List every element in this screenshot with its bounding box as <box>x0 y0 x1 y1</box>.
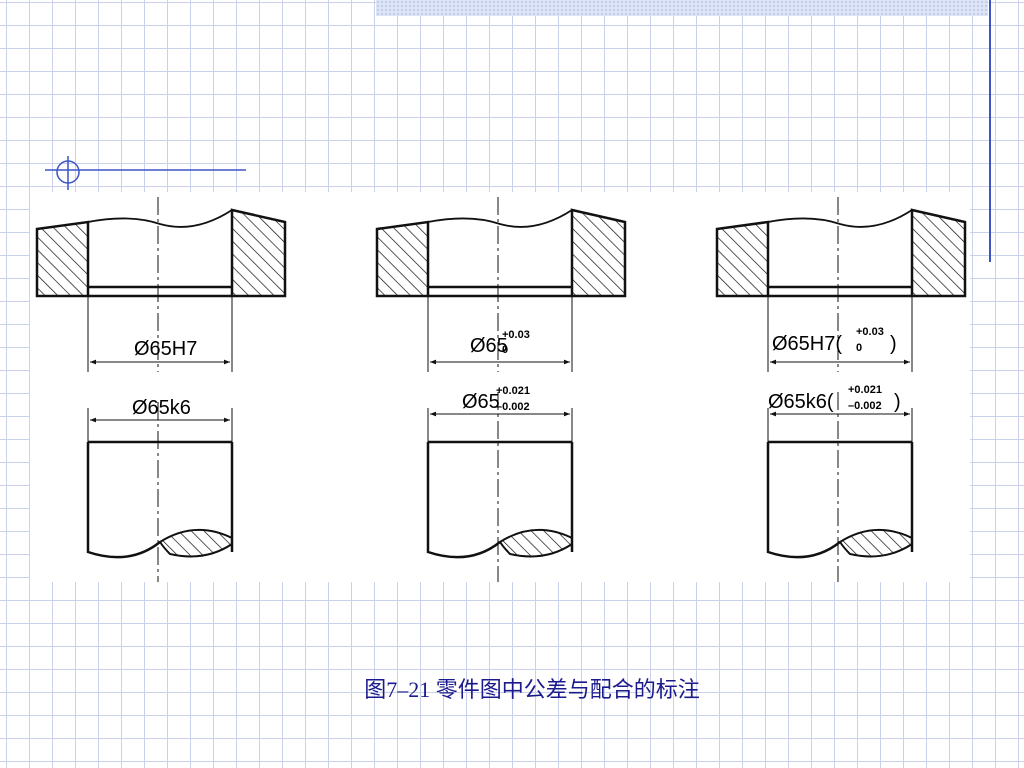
shaft-part: Ø65k6 <box>86 397 234 582</box>
drawing-2: Ø65 +0.03 0 Ø65 +0.021 –0.002 <box>375 197 627 582</box>
right-accent-rule <box>989 0 991 262</box>
shaft-part: Ø65k6( +0.021 –0.002 ) <box>766 384 914 582</box>
figure-caption: 图7–21 零件图中公差与配合的标注 <box>364 677 700 702</box>
shaft-dimension: Ø65k6 <box>132 397 191 419</box>
hole-upper-deviation: +0.03 <box>502 329 530 341</box>
drawing-panel: Ø65H7 Ø65k6 <box>30 192 970 582</box>
shaft-upper-deviation: +0.021 <box>496 385 530 397</box>
shaft-dimension: Ø65 <box>462 391 500 413</box>
shaft-upper-deviation: +0.021 <box>848 384 882 396</box>
hole-lower-deviation: 0 <box>502 344 508 356</box>
hole-dimension: Ø65 <box>470 335 508 357</box>
drawing-1: Ø65H7 Ø65k6 <box>35 197 287 582</box>
header-band <box>376 0 988 16</box>
shaft-lower-deviation: –0.002 <box>496 401 530 413</box>
shaft-part: Ø65 +0.021 –0.002 <box>426 385 574 582</box>
hole-part: Ø65 +0.03 0 <box>375 197 627 372</box>
shaft-dimension: Ø65k6( <box>768 391 834 413</box>
hole-lower-deviation: 0 <box>856 342 862 354</box>
shaft-close-paren: ) <box>894 391 901 413</box>
hole-close-paren: ) <box>890 333 897 355</box>
hole-upper-deviation: +0.03 <box>856 326 884 338</box>
drawing-3: Ø65H7( +0.03 0 ) Ø65k6( +0.021 –0.002 ) <box>715 197 967 582</box>
hole-dimension: Ø65H7( <box>772 333 842 355</box>
hole-part: Ø65H7( +0.03 0 ) <box>715 197 967 372</box>
hole-dimension: Ø65H7 <box>134 338 197 360</box>
hole-part: Ø65H7 <box>35 197 287 372</box>
shaft-lower-deviation: –0.002 <box>848 400 882 412</box>
tolerance-drawing: Ø65H7 Ø65k6 <box>35 197 967 582</box>
